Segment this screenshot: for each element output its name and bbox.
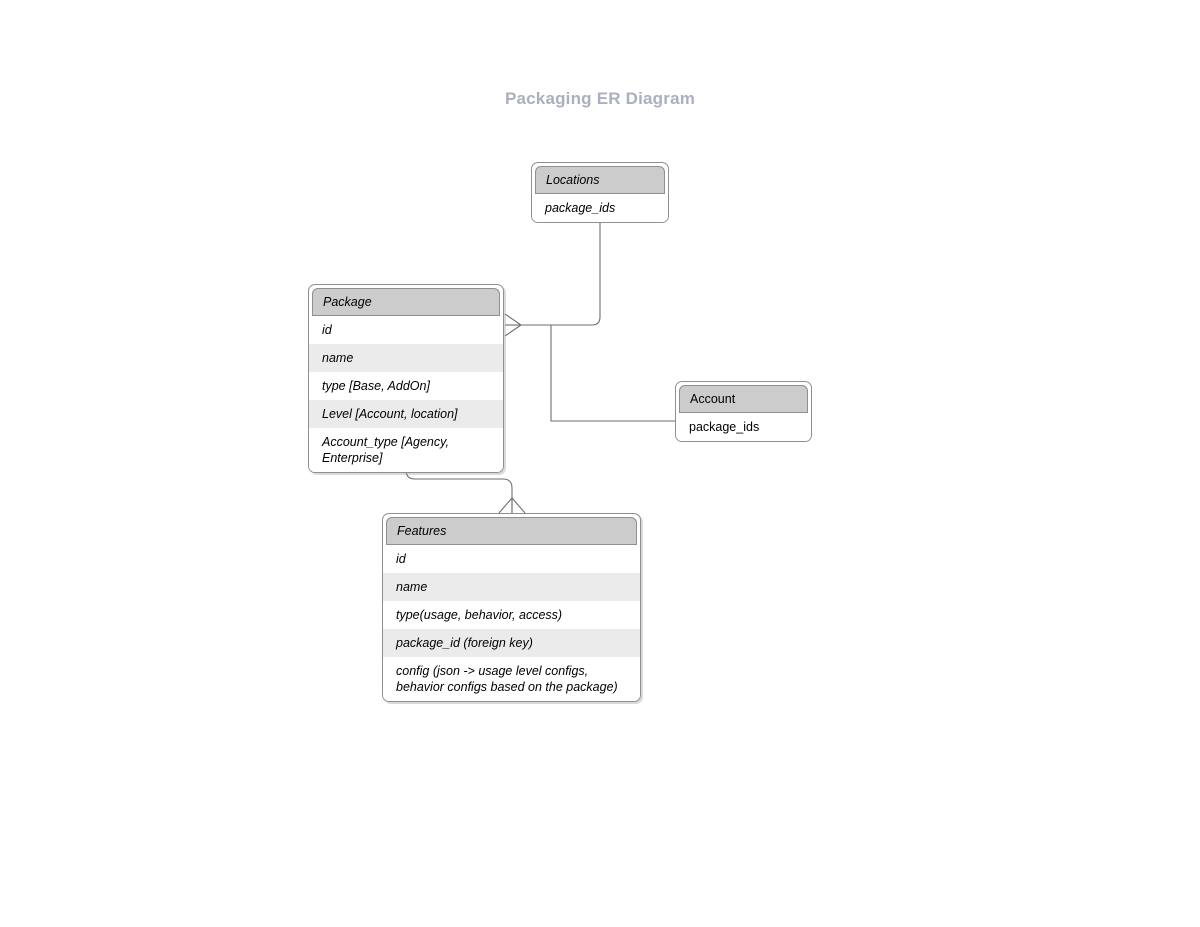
entity-package[interactable]: Package id name type [Base, AddOn] Level… xyxy=(308,284,504,473)
entity-locations-title: Locations xyxy=(535,166,665,194)
line-package-to-account xyxy=(521,324,675,422)
entity-locations-attribute-package-ids: package_ids xyxy=(532,194,668,222)
entity-package-attribute-name: name xyxy=(309,344,503,372)
entity-features[interactable]: Features id name type(usage, behavior, a… xyxy=(382,513,641,702)
entity-features-title: Features xyxy=(386,517,637,545)
entity-locations[interactable]: Locations package_ids xyxy=(531,162,669,223)
entity-features-attribute-config: config (json -> usage level configs, beh… xyxy=(383,657,640,701)
entity-account-attribute-package-ids: package_ids xyxy=(676,413,811,441)
entity-features-attribute-id: id xyxy=(383,545,640,573)
entity-package-attribute-id: id xyxy=(309,316,503,344)
entity-account-title: Account xyxy=(679,385,808,413)
entity-features-attribute-type: type(usage, behavior, access) xyxy=(383,601,640,629)
crows-foot-package-locations xyxy=(504,313,522,337)
entity-package-title: Package xyxy=(312,288,500,316)
entity-features-attribute-package-id: package_id (foreign key) xyxy=(383,629,640,657)
entity-package-attribute-level: Level [Account, location] xyxy=(309,400,503,428)
entity-package-attribute-account-type: Account_type [Agency, Enterprise] xyxy=(309,428,503,472)
crows-foot-features xyxy=(498,497,526,514)
entity-account[interactable]: Account package_ids xyxy=(675,381,812,442)
line-package-to-locations xyxy=(521,214,601,326)
entity-features-attribute-name: name xyxy=(383,573,640,601)
entity-package-attribute-type: type [Base, AddOn] xyxy=(309,372,503,400)
relationship-package-locations xyxy=(504,214,601,337)
page-title: Packaging ER Diagram xyxy=(504,89,696,108)
relationship-package-account xyxy=(521,324,675,422)
